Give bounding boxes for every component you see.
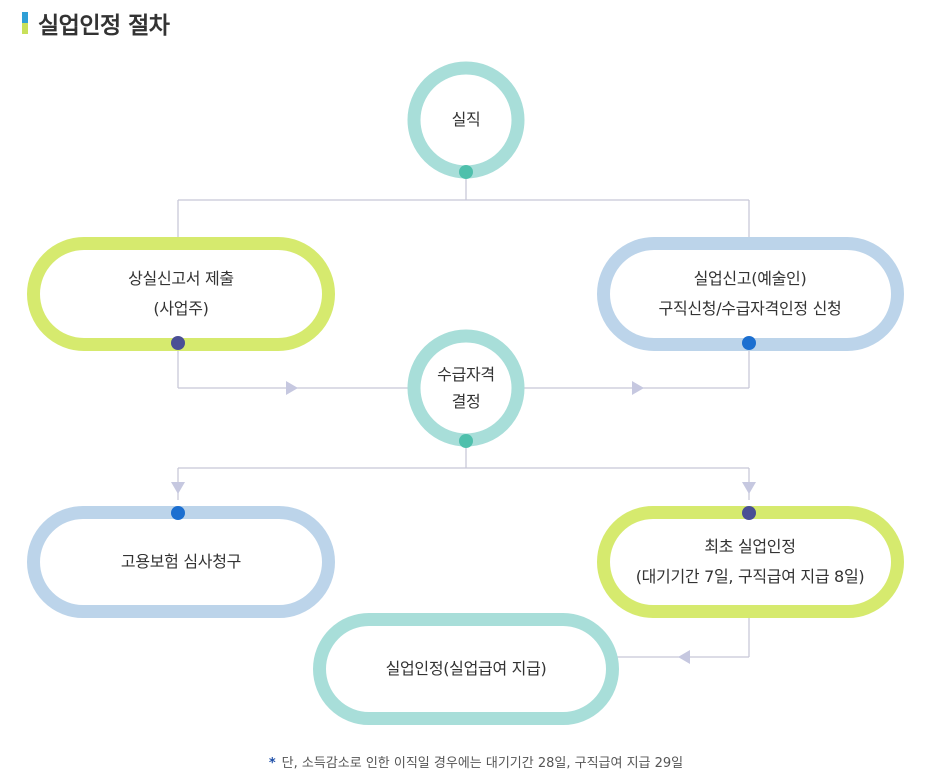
arrow-down-icon [742, 482, 756, 494]
arrow-right-icon [632, 381, 644, 395]
connector-dot [459, 434, 473, 448]
connector-dot [171, 506, 185, 520]
page-title: 실업인정 절차 [38, 13, 170, 39]
node-employer-report: 상실신고서 제출 (사업주) [40, 262, 322, 326]
connector-dot [171, 336, 185, 350]
connector-dot [742, 506, 756, 520]
footnote-star-icon: * [268, 756, 276, 771]
node-first-recognition: 최초 실업인정 (대기기간 7일, 구직급여 지급 8일) [610, 530, 890, 594]
node-recognition: 실업인정(실업급여 지급) [326, 637, 606, 701]
footnote: * 단, 소득감소로 인한 이직일 경우에는 대기기간 28일, 구직급여 지급 … [0, 752, 952, 771]
node-eligibility-line1: 수급자격 [437, 365, 495, 384]
title-accent-icon [22, 12, 28, 34]
page-title-wrap: 실업인정 절차 [22, 8, 170, 39]
node-artist-report: 실업신고(예술인) 구직신청/수급자격인정 신청 [610, 262, 890, 326]
node-employer-report-line2: (사업주) [153, 299, 209, 318]
node-artist-report-line1: 실업신고(예술인) [693, 269, 807, 288]
footnote-text: 단, 소득감소로 인한 이직일 경우에는 대기기간 28일, 구직급여 지급 2… [281, 756, 684, 771]
arrows [171, 381, 756, 664]
arrow-left-icon [678, 650, 690, 664]
node-recognition-label: 실업인정(실업급여 지급) [385, 659, 547, 678]
node-eligibility-line2: 결정 [451, 392, 481, 411]
node-artist-report-line2: 구직신청/수급자격인정 신청 [658, 299, 842, 318]
node-recognition-pill [313, 613, 619, 725]
connector-dot [459, 165, 473, 179]
arrow-down-icon [171, 482, 185, 494]
connector-dot [742, 336, 756, 350]
node-job-loss: 실직 [406, 90, 526, 150]
node-employer-report-line1: 상실신고서 제출 [128, 269, 234, 288]
node-first-recognition-line2: (대기기간 7일, 구직급여 지급 8일) [635, 567, 865, 586]
node-first-recognition-line1: 최초 실업인정 [704, 537, 796, 556]
arrow-right-icon [286, 381, 298, 395]
node-appeal: 고용보험 심사청구 [40, 530, 322, 594]
node-eligibility: 수급자격 결정 [410, 356, 522, 420]
node-job-loss-label: 실직 [451, 110, 481, 129]
node-appeal-label: 고용보험 심사청구 [120, 552, 242, 571]
